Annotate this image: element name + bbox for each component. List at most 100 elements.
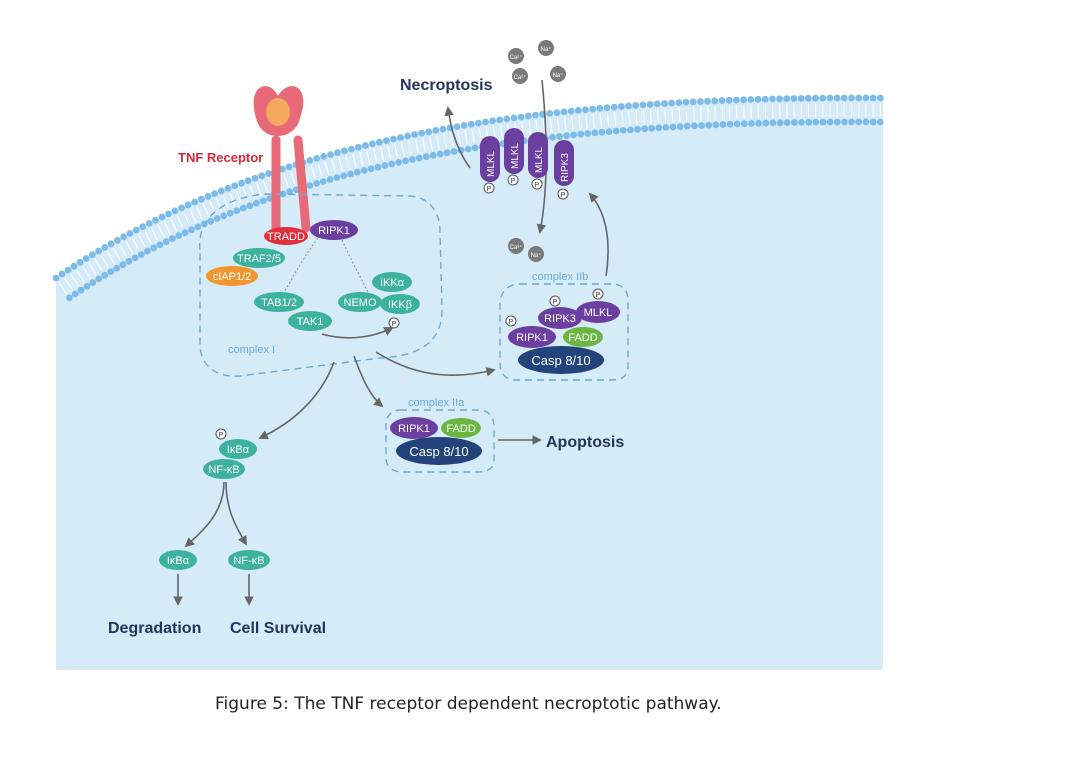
membrane-mlkl-2: MLKL: [504, 128, 524, 174]
tab-label: TAB1/2: [261, 297, 297, 309]
ripk3-iib-protein: [538, 307, 582, 329]
phospho-ripk1-iib: P: [505, 315, 517, 327]
ciap-protein: [206, 266, 258, 286]
svg-text:P: P: [511, 178, 516, 185]
ion-na-1: Na⁺: [538, 40, 554, 56]
arrow-to-membrane: [588, 192, 609, 277]
svg-text:P: P: [487, 186, 492, 193]
cell-survival-label: Cell Survival: [230, 620, 326, 637]
tradd-protein: [264, 227, 308, 245]
tab-protein: [254, 292, 304, 312]
phospho-ikkb: P: [388, 317, 400, 329]
membrane-mlkl-3: MLKL: [528, 132, 548, 178]
casp-iib-label: Casp 8/10: [531, 353, 590, 368]
svg-text:MLKL: MLKL: [486, 150, 497, 177]
fadd-iia-protein: [441, 418, 481, 438]
ion-ca-2: Ca²⁺: [512, 68, 528, 84]
ion-na-3: Na⁺: [528, 246, 544, 262]
svg-text:Ca²⁺: Ca²⁺: [514, 74, 527, 81]
phospho-membrane: P P P P: [483, 174, 569, 200]
ion-ca-3: Ca²⁺: [508, 238, 524, 254]
fadd-iib-label: FADD: [568, 332, 597, 344]
ripk1-iia-label: RIPK1: [398, 423, 430, 435]
ripk1-iib-label: RIPK1: [516, 332, 548, 344]
casp-iia-protein: [396, 437, 482, 465]
arrow-to-nfkb-free: [225, 481, 247, 546]
apoptosis-label: Apoptosis: [546, 434, 624, 451]
ripk1-label: RIPK1: [318, 225, 350, 237]
svg-text:P: P: [392, 321, 397, 328]
traf-label: TRAF2/5: [237, 253, 281, 265]
svg-text:RIPK3: RIPK3: [560, 153, 571, 182]
cytoplasm: [56, 97, 883, 670]
tak1-ikk-arrow: [321, 327, 394, 339]
ripk1-iia-protein: [390, 417, 438, 439]
svg-text:Ca²⁺: Ca²⁺: [510, 244, 523, 251]
ikba-free-protein: [159, 550, 197, 570]
mlkl-iib-label: MLKL: [584, 307, 613, 319]
arrow-to-ikba-free: [184, 481, 225, 548]
ikka-protein: [372, 272, 412, 292]
ion-na-2: Na⁺: [550, 66, 566, 82]
complex-iia-box: [385, 409, 495, 473]
nfkb-free-label: NF-κB: [233, 555, 264, 567]
svg-text:P: P: [509, 319, 514, 326]
svg-text:Na⁺: Na⁺: [541, 46, 552, 53]
complex-iib-label: complex IIb: [532, 271, 588, 283]
tak-label: TAK1: [297, 316, 324, 328]
arrow-to-complex-iib: [375, 351, 496, 377]
svg-text:MLKL: MLKL: [510, 142, 521, 169]
arrow-to-necroptosis: [444, 106, 471, 169]
fadd-iib-protein: [563, 327, 603, 347]
svg-text:MLKL: MLKL: [534, 146, 545, 173]
traf-protein: [233, 248, 285, 268]
tradd-label: TRADD: [267, 231, 305, 243]
svg-text:P: P: [535, 182, 540, 189]
membrane-ripk3: RIPK3: [554, 140, 574, 186]
phospho-ripk3-iib: P: [549, 295, 561, 307]
ripk1-nemo-link: [341, 239, 369, 293]
svg-text:Na⁺: Na⁺: [531, 252, 542, 259]
casp-iia-label: Casp 8/10: [409, 444, 468, 459]
membrane-mlkl-1: MLKL: [480, 136, 500, 182]
nfkb-free-protein: [228, 550, 270, 570]
phospho-ikba: P: [215, 428, 227, 440]
fadd-iia-label: FADD: [446, 423, 475, 435]
ikba-free-label: IκBα: [167, 555, 190, 567]
arrow-to-complex-iia: [353, 355, 384, 408]
casp-iib-protein: [518, 346, 604, 374]
complex-i-box: [199, 193, 443, 377]
ikka-label: IKKα: [380, 277, 405, 289]
svg-text:P: P: [219, 432, 224, 439]
complex-iib-box: [499, 283, 629, 381]
svg-text:P: P: [596, 292, 601, 299]
complex-iia-label: complex IIa: [408, 397, 465, 409]
ikba-bound-label: IκBα: [227, 444, 250, 456]
svg-text:Ca²⁺: Ca²⁺: [510, 54, 523, 61]
ikkb-protein: [380, 294, 420, 314]
arrow-to-ikba: [258, 361, 335, 440]
svg-text:P: P: [553, 299, 558, 306]
svg-text:Na⁺: Na⁺: [553, 72, 564, 79]
ripk3-iib-label: RIPK3: [544, 313, 576, 325]
ripk1-tab-link: [283, 237, 319, 293]
degradation-label: Degradation: [108, 620, 201, 637]
ciap-label: cIAP1/2: [213, 271, 252, 283]
svg-text:P: P: [561, 192, 566, 199]
nfkb-bound-protein: [203, 459, 245, 479]
ripk1-protein: [310, 220, 358, 240]
ripk1-iib-protein: [508, 326, 556, 348]
tak-protein: [288, 311, 332, 331]
complex-i-label: complex I: [228, 344, 275, 356]
tnf-receptor-label: TNF Receptor: [178, 150, 263, 165]
ikba-bound-protein: [219, 439, 257, 459]
necroptosis-label: Necroptosis: [400, 77, 493, 94]
nemo-protein: [338, 292, 382, 312]
nfkb-bound-label: NF-κB: [208, 464, 239, 476]
mlkl-iib-protein: [576, 301, 620, 323]
ikkb-label: IKKβ: [388, 299, 412, 311]
ion-ca-1: Ca²⁺: [508, 48, 524, 64]
figure-caption: Figure 5: The TNF receptor dependent nec…: [215, 694, 722, 714]
nemo-label: NEMO: [344, 297, 377, 309]
